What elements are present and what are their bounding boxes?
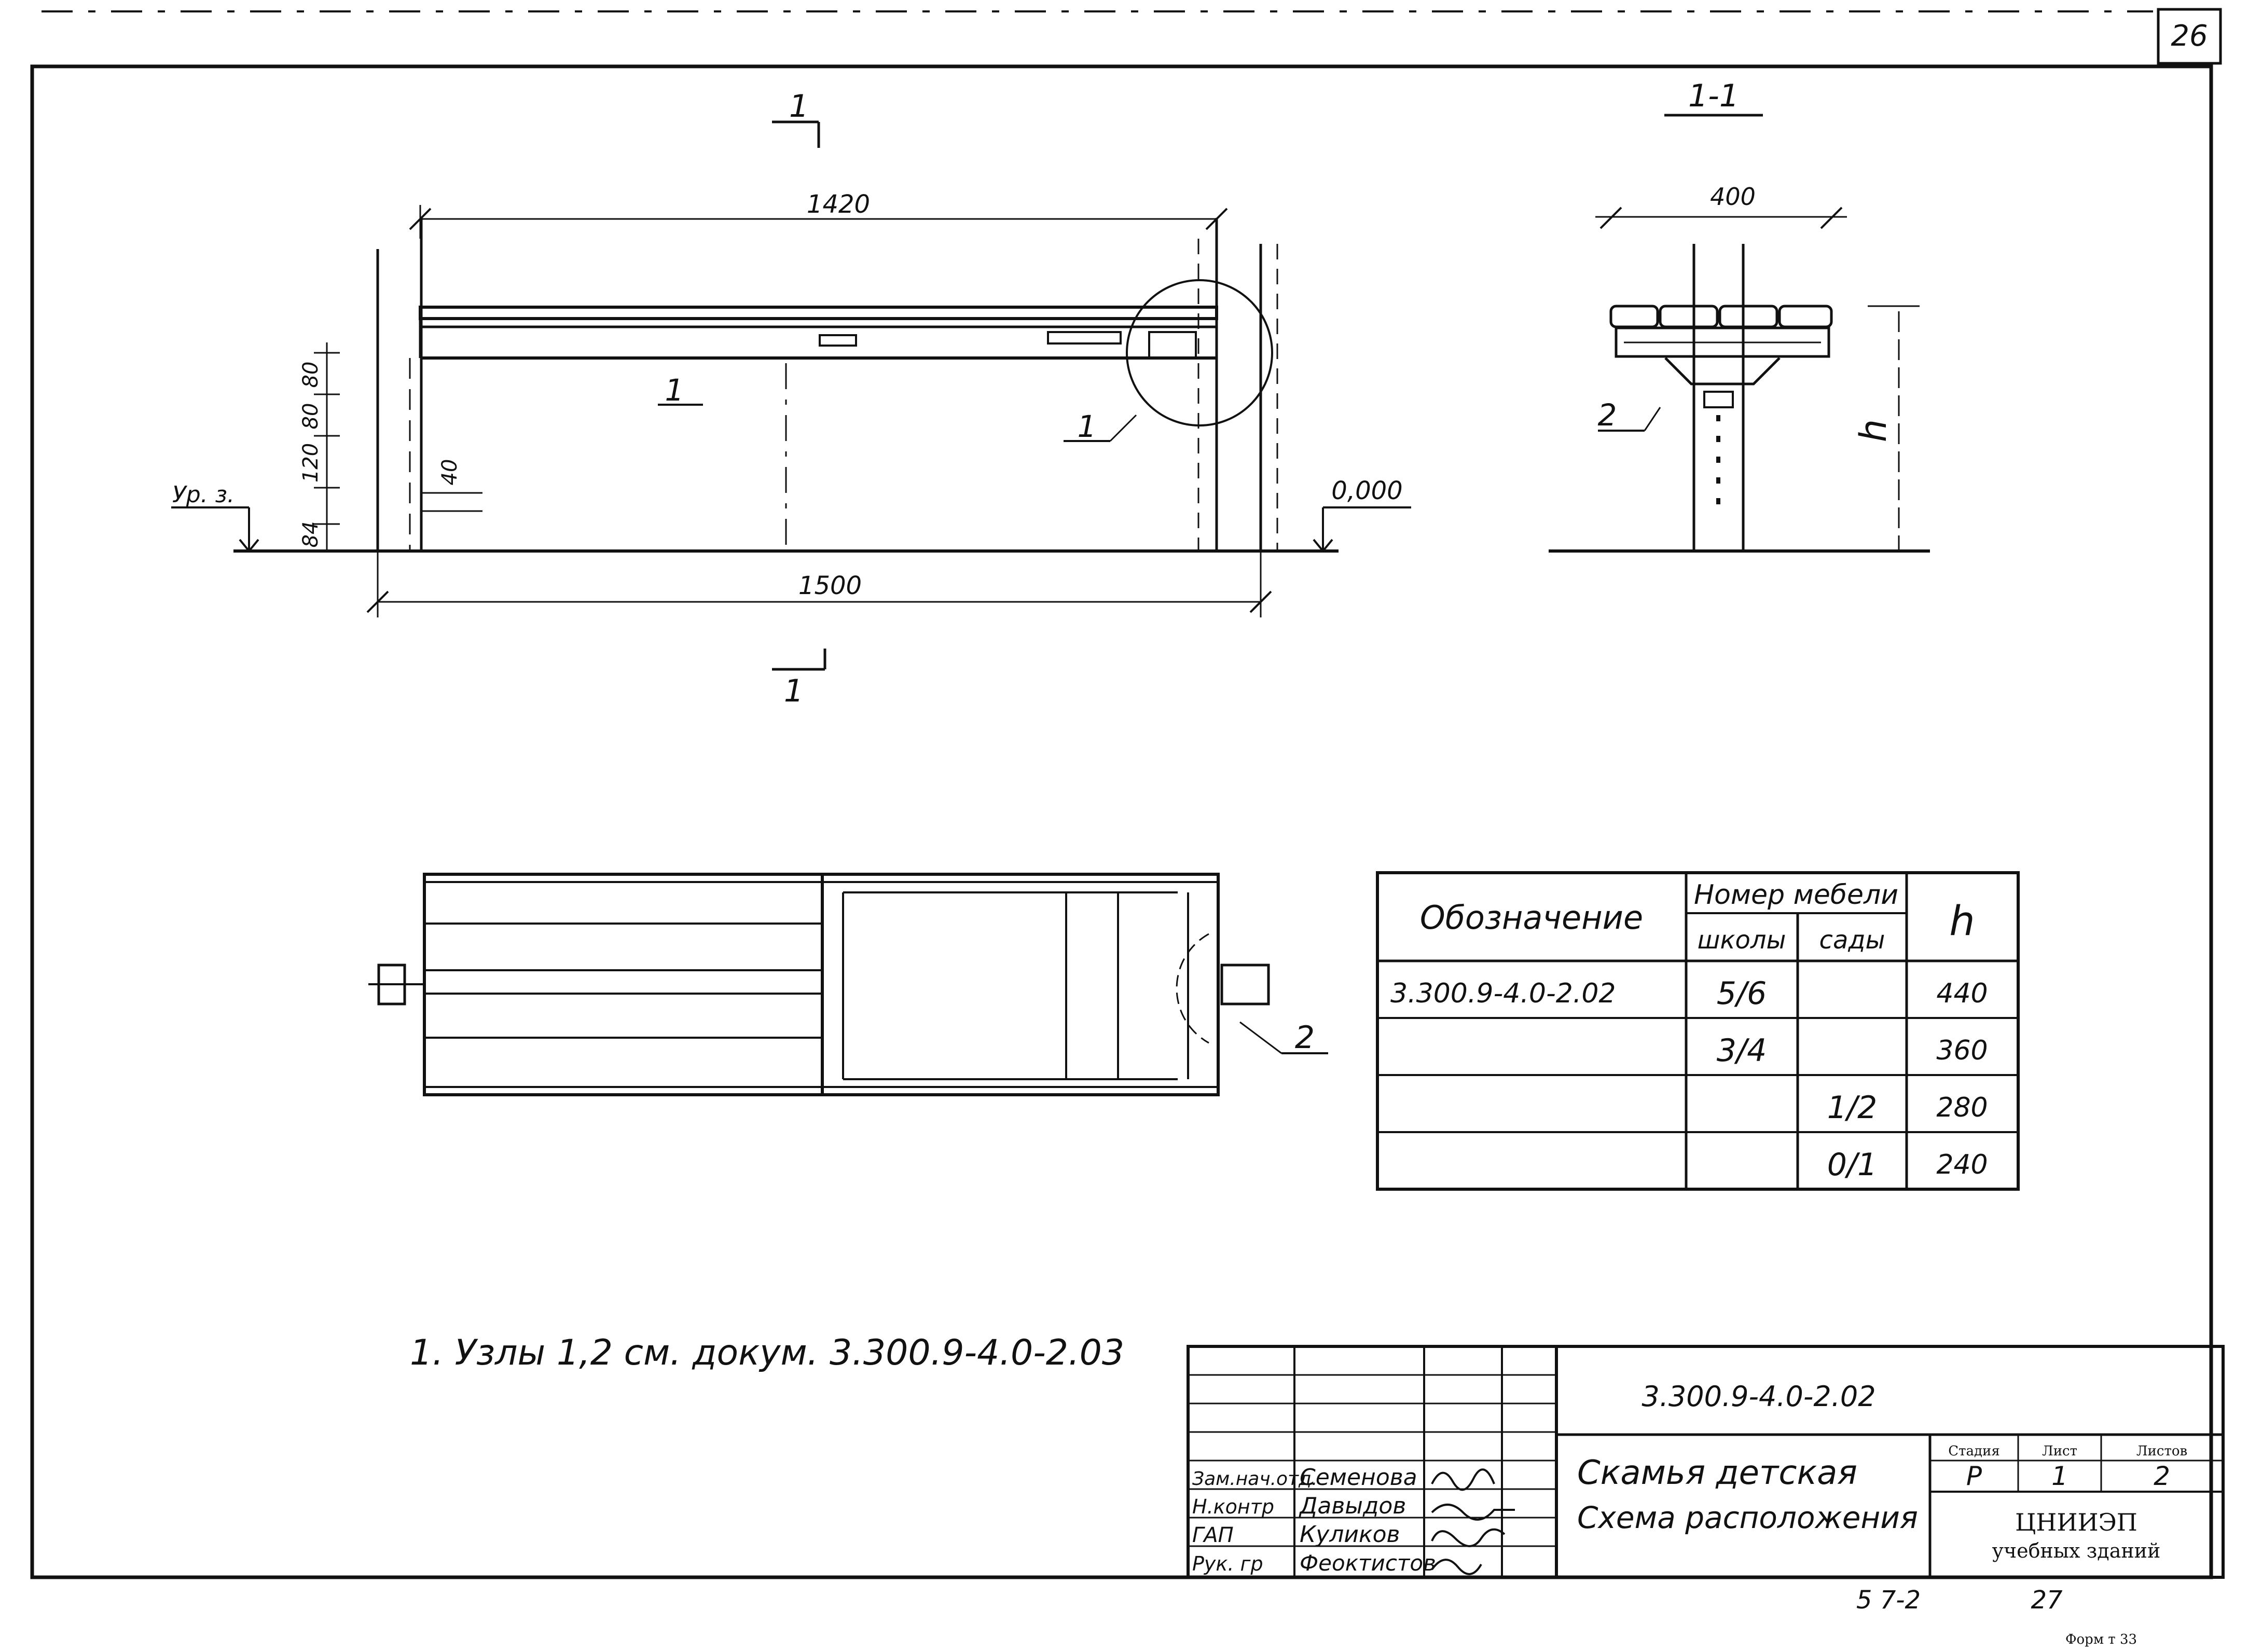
plan-callout-2: 2 <box>1295 1020 1315 1056</box>
section-title: 1-1 <box>1688 78 1739 114</box>
dim-80-b: 80 <box>299 403 323 430</box>
dim-section-width: 400 <box>1710 183 1756 211</box>
staff-name-3: Куликов <box>1300 1521 1400 1548</box>
section-marker-top <box>772 120 826 671</box>
row2-school: 3/4 <box>1717 1032 1767 1069</box>
table-header-designation: Обозначение <box>1420 899 1643 937</box>
dim-top-length: 1420 <box>807 190 870 219</box>
dim-40: 40 <box>438 459 462 486</box>
row1-school: 5/6 <box>1717 975 1767 1012</box>
row3-h: 280 <box>1936 1092 1988 1123</box>
plan-view <box>368 873 1328 1096</box>
sheets-value: 2 <box>2154 1461 2170 1491</box>
dim-80-a: 80 <box>299 362 323 388</box>
signatures <box>1431 1468 1515 1575</box>
zero-level: 0,000 <box>1331 476 1402 505</box>
staff-name-1: Семенова <box>1300 1464 1417 1491</box>
callout-node-2: 2 <box>1598 397 1617 433</box>
title-line-1: Скамья детская <box>1577 1454 1857 1492</box>
callout-node-1: 1 <box>1078 409 1097 444</box>
level-label: Ур. з. <box>172 481 235 508</box>
row1-h: 440 <box>1936 978 1988 1009</box>
staff-name-4: Феоктистов <box>1300 1550 1436 1576</box>
section-mark-bottom: 1 <box>784 673 804 709</box>
org-subtitle: учебных зданий <box>1992 1539 2161 1562</box>
note-text: 1. Узлы 1,2 см. докум. 3.300.9-4.0-2.03 <box>410 1332 1124 1373</box>
row4-garden: 0/1 <box>1827 1147 1878 1183</box>
title-block <box>1187 1345 2225 1579</box>
sheet-value: 1 <box>2051 1461 2068 1491</box>
row4-h: 240 <box>1936 1149 1988 1180</box>
staff-role-3: ГАП <box>1192 1523 1234 1547</box>
stage-value: Р <box>1966 1461 1982 1491</box>
h-dimension-label: h <box>1852 419 1895 442</box>
section-view <box>1549 114 1930 553</box>
row2-h: 360 <box>1936 1035 1988 1066</box>
row1-designation: 3.300.9-4.0-2.02 <box>1390 978 1616 1009</box>
org-name: ЦНИИЭП <box>2015 1508 2137 1536</box>
sheet-label: Лист <box>2042 1443 2077 1459</box>
spec-table <box>1376 871 2020 1191</box>
title-doc-code: 3.300.9-4.0-2.02 <box>1642 1380 1875 1413</box>
table-header-h: h <box>1949 898 1975 945</box>
front-view <box>171 205 1411 617</box>
bottom-page-number: 27 <box>2031 1586 2063 1615</box>
sheet-frame <box>30 8 2222 1579</box>
row3-garden: 1/2 <box>1827 1090 1878 1126</box>
staff-name-2: Давыдов <box>1299 1493 1406 1519</box>
dim-bottom-length: 1500 <box>798 571 862 600</box>
page-number: 26 <box>2171 19 2208 53</box>
form-label: Форм т 33 <box>2065 1632 2137 1647</box>
stage-label: Стадия <box>1948 1443 2000 1459</box>
series-number: 5 7-2 <box>1856 1586 1921 1615</box>
callout-seat: 1 <box>665 373 684 408</box>
dim-120: 120 <box>299 443 323 483</box>
staff-role-2: Н.контр <box>1192 1495 1274 1518</box>
table-header-school: школы <box>1698 926 1786 955</box>
table-header-garden: сады <box>1819 926 1885 955</box>
staff-role-1: Зам.нач.отд. <box>1192 1468 1317 1490</box>
table-header-furniture: Номер мебели <box>1694 879 1898 911</box>
title-line-2: Схема расположения <box>1577 1500 1918 1535</box>
section-mark-top: 1 <box>789 88 809 125</box>
sheets-label: Листов <box>2136 1443 2187 1459</box>
staff-role-4: Рук. гр <box>1192 1552 1263 1575</box>
dim-84: 84 <box>299 521 323 548</box>
